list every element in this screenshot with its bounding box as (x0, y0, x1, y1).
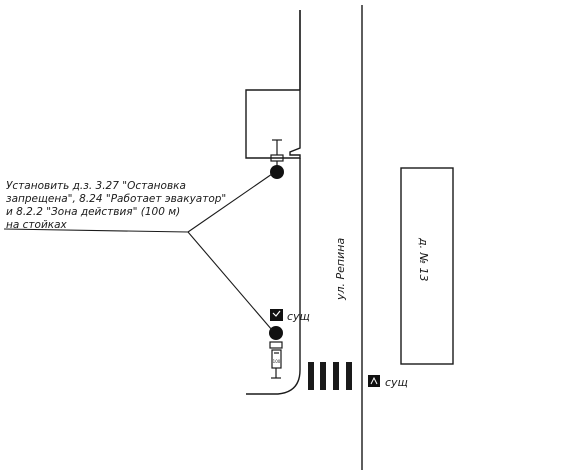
street-name: ул. Репина (334, 238, 347, 301)
building-label: д. № 13 (417, 237, 430, 282)
building-13 (400, 167, 454, 365)
upper-sign-post (270, 139, 284, 166)
pedestrian-crossing (308, 362, 352, 390)
annotation-line-2: запрещена", 8.24 "Работает эвакуатор" (6, 193, 227, 205)
leader-lines (3, 173, 273, 331)
road-left-edge (245, 10, 301, 159)
existing-label-crossing: сущ (385, 376, 408, 389)
annotation-line-3: и 8.2.2 "Зона действия" (100 м) (6, 206, 181, 218)
distance-plate-text: 100 (273, 359, 281, 364)
crossing-sign-icon (368, 375, 380, 387)
no-stopping-sign-lower (269, 326, 283, 340)
existing-label-upper: сущ (287, 310, 310, 323)
lower-sign-post (269, 341, 283, 379)
annotation-line-1: Установить д.з. 3.27 "Остановка (6, 180, 186, 192)
no-stopping-sign-upper (270, 165, 284, 179)
annotation-line-4: на стойках (6, 219, 67, 231)
annotation-text: Установить д.з. 3.27 "Остановка запрещен… (6, 180, 226, 232)
road-left-edge-lower (246, 158, 301, 395)
